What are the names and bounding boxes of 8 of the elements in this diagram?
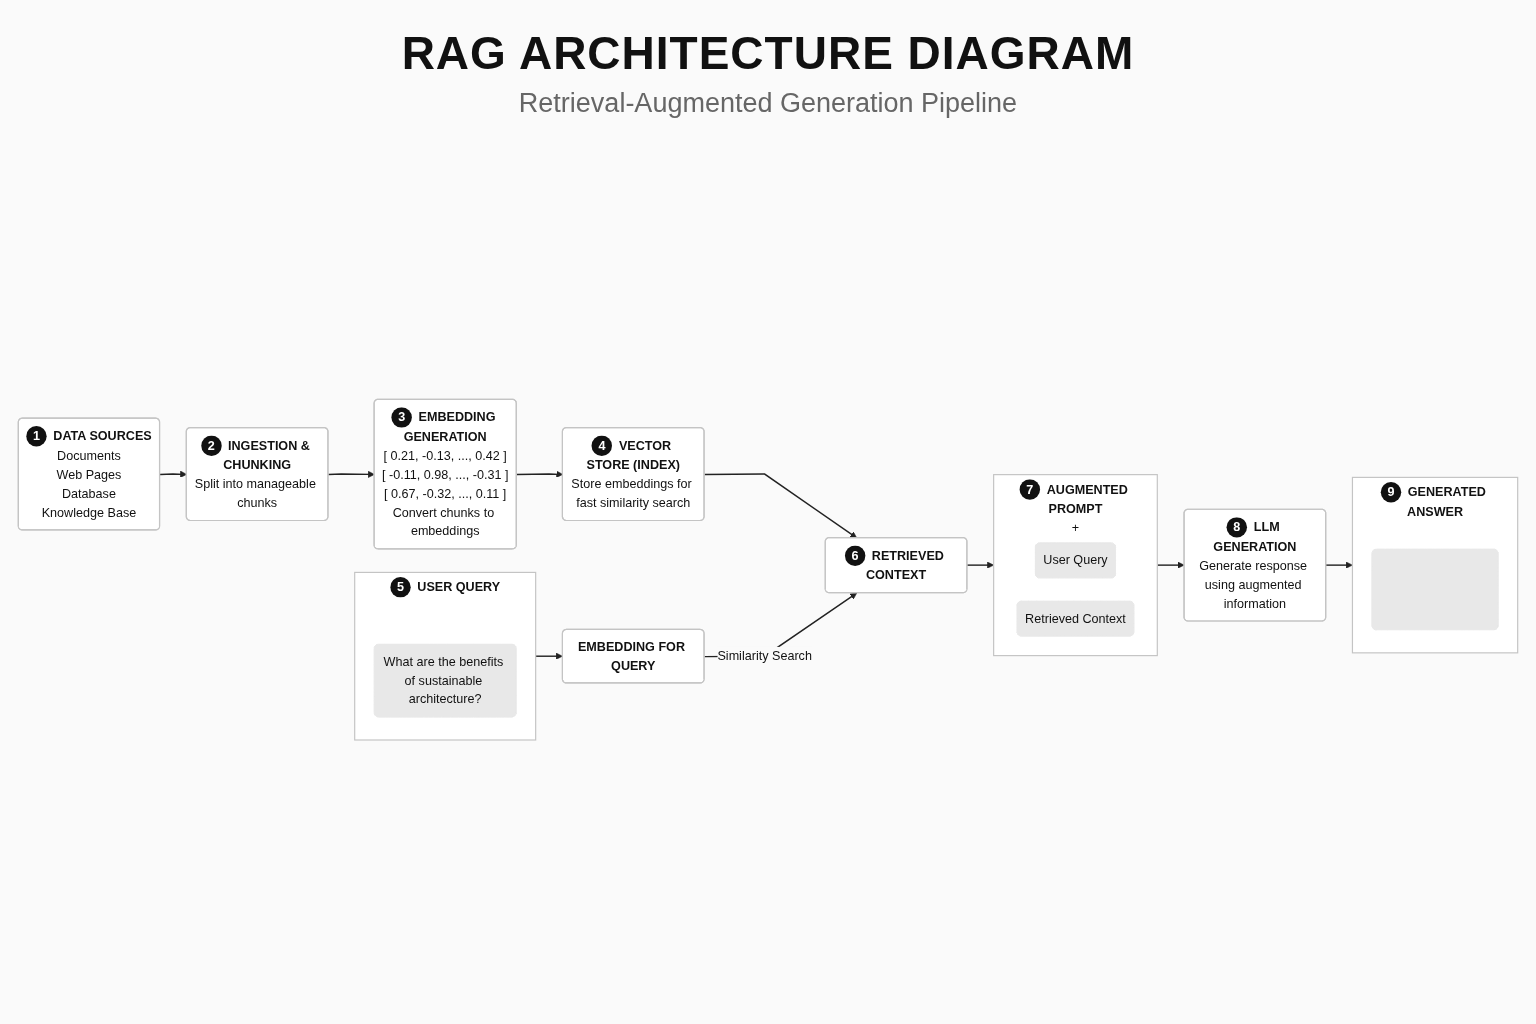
arrow (159, 470, 187, 478)
edge-label: Similarity Search (717, 648, 812, 663)
cluster: 9 GENERATED ANSWER (1351, 476, 1519, 654)
diagram-title: RAG ARCHITECTURE DIAGRAM (401, 26, 1135, 80)
subtitle: Retrieval-Augmented Generation Pipeline (518, 88, 1018, 119)
arrow (966, 561, 994, 569)
arrow (327, 470, 375, 478)
arrow (1325, 561, 1353, 569)
